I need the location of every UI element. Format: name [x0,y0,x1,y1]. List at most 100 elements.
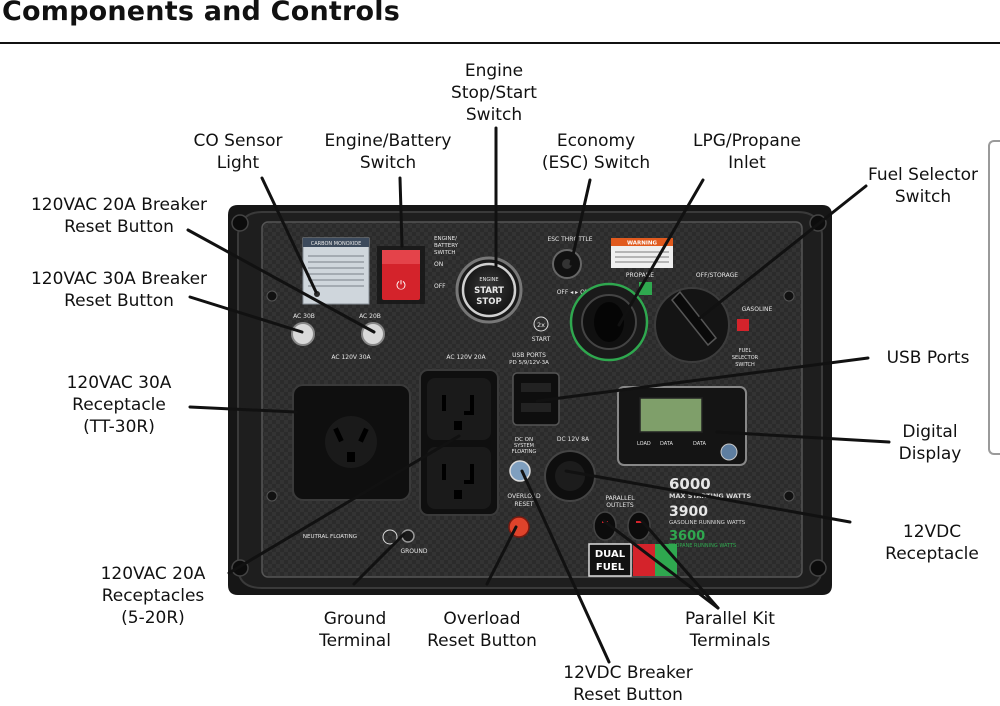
receptacle-30a[interactable] [292,384,411,501]
parallel-panel-text-2: OUTLETS [606,502,634,509]
ac-120v-30a-text: AC 120V 30A [331,354,371,361]
dc-on-text-2: SYSTEM [514,443,534,449]
parallel-panel-text-1: PARALLEL [605,495,635,502]
fuel-selector-panel-text-1: FUEL [739,348,752,354]
leader-fuel-selector [698,184,868,320]
propane-tank-icon [655,544,677,576]
callout-dc-receptacle: 12VDC Receptacle [885,522,979,564]
callout-ground: Ground Terminal [319,609,391,651]
esc-panel-text: ESC THROTTLE [547,236,592,243]
leader-breaker-20a [186,228,376,334]
callout-parallel: Parallel Kit Terminals [685,609,775,651]
callout-economy: Economy (ESC) Switch [541,131,651,173]
overload-panel-text-2: RESET [514,501,534,508]
leader-engine-battery [398,176,404,248]
leader-economy [569,178,592,266]
leader-parallel-1 [602,519,720,610]
co-sensor-plate: CARBON MONOXIDE [302,237,370,305]
panel-screw-icon [783,490,795,502]
callout-lpg: LPG/Propane Inlet [692,131,802,173]
gasoline-badge-icon [737,319,749,331]
engine-start-stop-button[interactable]: ENGINE START STOP [455,256,523,324]
warning-sticker: WARNING [611,238,673,268]
leader-overload [485,525,518,586]
off-storage-text: OFF/STORAGE [696,272,738,279]
usb-panel-text-1: USB PORTS [512,352,546,359]
callout-usb: USB Ports [886,348,970,368]
leader-lines [186,126,891,664]
page-title: Components and Controls [2,0,400,27]
callout-co-sensor: CO Sensor Light [193,131,283,173]
dc-breaker-reset-button[interactable] [509,460,531,482]
engine-battery-panel-text-1: ENGINE/ [434,236,457,242]
fuel-selector-panel-text-2: SELECTOR [732,355,759,361]
receptacles-20a[interactable] [419,369,499,516]
power-icon: ⏻ [396,278,406,292]
callout-receptacles-20a: 120VAC 20A Receptacles (5-20R) [100,564,206,628]
ac-120v-20a-text: AC 120V 20A [446,354,486,361]
leader-receptacles-20a [227,434,461,575]
side-bracket [988,140,1000,455]
display-button-text-3: DATA [693,441,706,447]
callout-breaker-20a: 120VAC 20A Breaker Reset Button [30,195,208,237]
fuel-selector-panel-text-3: SWITCH [735,362,755,368]
leader-dc-breaker [520,469,611,664]
leader-dc-receptacle [564,469,852,524]
callout-dc-breaker: 12VDC Breaker Reset Button [563,663,693,705]
running-watts-label: GASOLINE RUNNING WATTS [669,520,746,526]
leader-lpg [617,178,705,327]
fuel-selector-knob[interactable] [654,287,730,363]
leader-receptacle-30a [188,405,298,414]
display-button-text-1: LOAD [637,441,651,447]
parallel-kit-terminals[interactable] [593,511,651,541]
corner-screw-icon [809,559,827,577]
leader-breaker-30a [188,295,304,334]
switch-on-text: ON [434,261,443,268]
running-watts-value: 3900 [669,504,708,520]
leader-ground [352,532,406,586]
start-button-text-3: STOP [476,297,501,307]
usb-panel-text-2: PD 5/9/12V-3A [509,360,549,366]
propane-watts-value: 3600 [669,529,705,544]
panel-screw-icon [266,290,278,302]
dual-fuel-badge: DUAL FUEL [588,543,677,577]
breaker-30a-reset-button[interactable] [291,322,315,346]
callout-engine-battery: Engine/Battery Switch [324,131,452,173]
display-button-text-2: DATA [660,441,673,447]
leader-parallel-2 [640,519,720,610]
dual-fuel-text-1: DUAL [595,549,626,560]
leader-co-sensor [260,176,318,294]
switch-off-text: OFF [434,283,446,290]
ground-panel-text: GROUND [400,548,427,555]
max-watts-value: 6000 [669,475,711,493]
callout-digital-display: Digital Display [898,422,962,464]
start-button-text-1: ENGINE [479,277,498,283]
leader-usb [535,356,870,403]
co-sensor-plate-text: CARBON MONOXIDE [311,241,362,247]
leader-digital-display [715,430,891,444]
esc-positions-text: OFF ◂ ▸ ON [557,289,590,296]
dc-12v-text: DC 12V 8A [557,436,590,443]
display-mode-button[interactable] [720,443,738,461]
dc-on-text-3: FLOATING [512,449,537,455]
callout-receptacle-30a: 120VAC 30A Receptacle (TT-30R) [66,373,172,437]
economy-esc-switch[interactable] [552,249,582,279]
gasoline-text: GASOLINE [742,306,773,313]
ac30-panel-text: AC 30B [293,313,315,320]
propane-watts-label: PROPANE RUNNING WATTS [669,543,736,549]
engine-battery-panel-text-3: SWITCH [434,250,456,256]
lpg-propane-inlet[interactable] [569,282,649,362]
engine-battery-switch[interactable]: ⏻ [377,246,425,304]
start-hint-text: START [532,336,551,343]
callout-fuel-selector: Fuel Selector Switch [867,165,979,207]
neutral-floating-text: NEUTRAL FLOATING [303,534,357,540]
start-count-text: 2x [537,321,545,329]
dc-on-text-1: DC ON [515,437,533,443]
display-screen [639,397,703,433]
propane-panel-text: PROPANE [626,272,654,279]
panel-screw-icon [783,290,795,302]
ground-symbol-icon [382,529,398,545]
warning-text: WARNING [627,241,658,247]
overload-panel-text-1: OVERLOAD [507,493,541,500]
